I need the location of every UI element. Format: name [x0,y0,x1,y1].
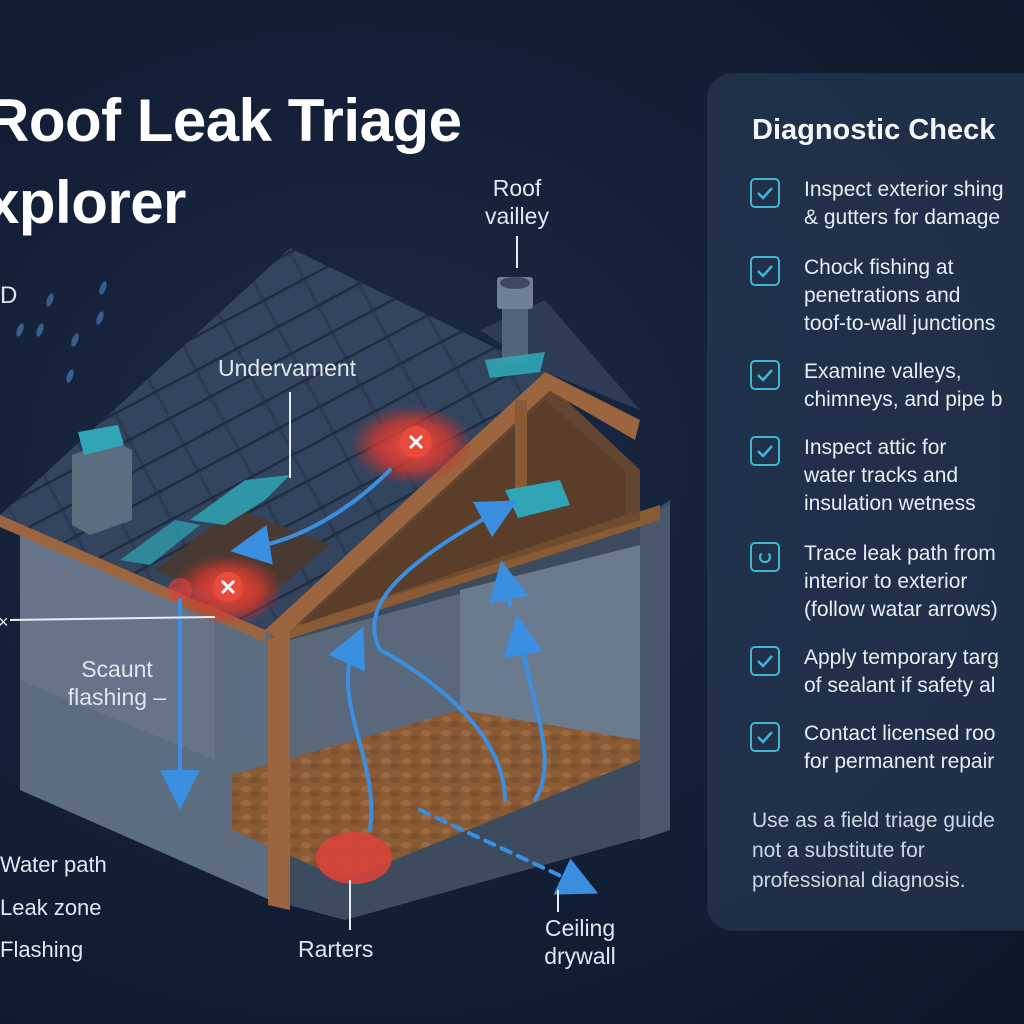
checklist-item-text: Inspect exterior shing & gutters for dam… [804,178,1004,229]
checkbox[interactable] [750,646,780,676]
checklist-item-text: Apply temporary targ of sealant if safet… [804,646,999,697]
checkmark-icon [757,445,773,458]
leader-lines [9,236,559,930]
checkmark-icon [757,731,773,744]
legend-leak-zone: Leak zone [0,895,102,920]
checklist-item-text: Trace leak path from interior to exterio… [804,542,998,621]
checkbox[interactable] [750,360,780,390]
in-progress-icon [758,552,772,564]
checkmark-icon [757,265,773,278]
svg-text:×: × [0,612,9,632]
page-title-line2: xplorer [0,169,186,236]
rain-drops [16,281,107,383]
leak-zone-ceiling [316,832,392,884]
leak-zone-top [350,405,474,485]
checkbox[interactable] [750,256,780,286]
chimney-left [72,425,132,535]
checklist-item-text: Inspect attic for water tracks and insul… [804,436,976,515]
label-undervament: Undervament [218,355,357,381]
checkmark-icon [757,187,773,200]
panel-title: Diagnostic Check [752,114,996,146]
water-path-arrows [160,468,599,895]
rafter-front [265,372,555,640]
disclaimer-note: Use as a field triage guide not a substi… [752,809,995,892]
checklist-item-text: Chock fishing at penetrations and toof-t… [804,256,996,335]
legend-water-path: Water path [0,852,107,877]
undervament-layer [190,475,290,525]
rafter-right [545,372,640,440]
checkbox[interactable] [750,178,780,208]
page-title-line1: Roof Leak Triage [0,87,462,154]
legend-flashing: Flashing [0,937,84,962]
house-cutaway-illustration: × [0,236,670,930]
leak-zone-eave [173,554,283,626]
label-scaunt-flashing: Scaunt flashing – [67,656,167,710]
side-fragment: D [0,282,18,309]
diagnostic-checklist-panel: Diagnostic Check Inspect exterior shing … [708,74,1024,930]
wall-stud [268,632,290,910]
checkbox[interactable] [750,722,780,752]
label-roof-valley: Roof vailley [485,175,549,229]
checkbox[interactable] [750,542,780,572]
checkmark-icon [757,369,773,382]
checkmark-icon [757,655,773,668]
checkbox[interactable] [750,436,780,466]
attic-vent [505,480,570,518]
label-rarters: Rarters [298,936,374,962]
label-ceiling-drywall: Ceiling drywall [544,915,616,969]
vent-pipe [485,277,545,378]
checklist-item-text: Contact licensed roo for permanent repai… [804,722,996,773]
checklist-item-text: Examine valleys, chimneys, and pipe b [804,360,1003,411]
roof-shingles [0,248,545,630]
page-title: Roof Leak Triage xplorer [0,80,462,244]
